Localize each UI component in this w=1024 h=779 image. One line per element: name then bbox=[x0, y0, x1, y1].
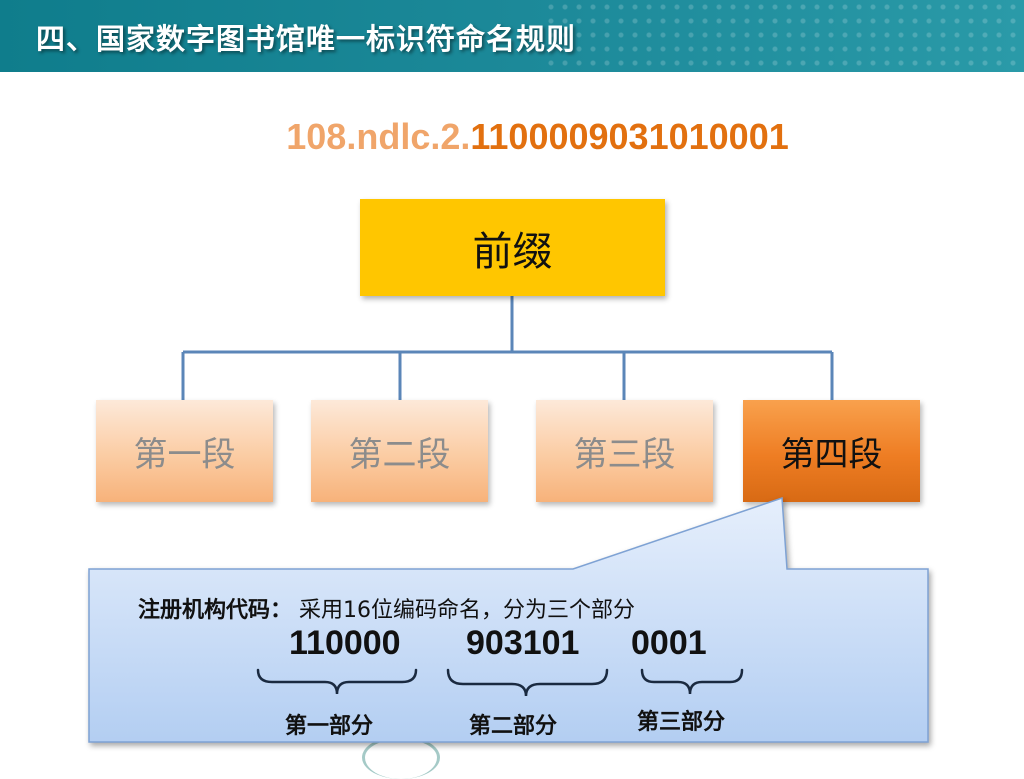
identifier-number: 1100009031010001 bbox=[470, 116, 789, 157]
code-part-1: 110000 bbox=[289, 624, 401, 662]
segment-3-box: 第三段 bbox=[536, 400, 713, 502]
registration-code-text: 采用16位编码命名，分为三个部分 bbox=[299, 598, 636, 623]
part-3-label: 第三部分 bbox=[637, 710, 726, 735]
prefix-box: 前缀 bbox=[360, 199, 665, 296]
code-part-2: 903101 bbox=[466, 624, 580, 662]
title-bar: 四、国家数字图书馆唯一标识符命名规则 bbox=[0, 0, 1024, 72]
registration-code-label: 注册机构代码： bbox=[138, 598, 293, 623]
identifier-example: 108.ndlc.2.1100009031010001 bbox=[0, 116, 1024, 158]
slide-title: 四、国家数字图书馆唯一标识符命名规则 bbox=[36, 22, 577, 56]
part-1-label: 第一部分 bbox=[285, 714, 374, 739]
segment-2-box: 第二段 bbox=[311, 400, 488, 502]
segment-4-box: 第四段 bbox=[743, 400, 920, 502]
code-part-3: 0001 bbox=[631, 624, 707, 662]
header-pattern bbox=[544, 0, 1024, 72]
part-2-label: 第二部分 bbox=[469, 714, 558, 739]
segment-1-box: 第一段 bbox=[96, 400, 273, 502]
registration-code-description: 注册机构代码： 采用16位编码命名，分为三个部分 bbox=[138, 592, 635, 624]
identifier-prefix: 108.ndlc.2. bbox=[286, 116, 471, 157]
